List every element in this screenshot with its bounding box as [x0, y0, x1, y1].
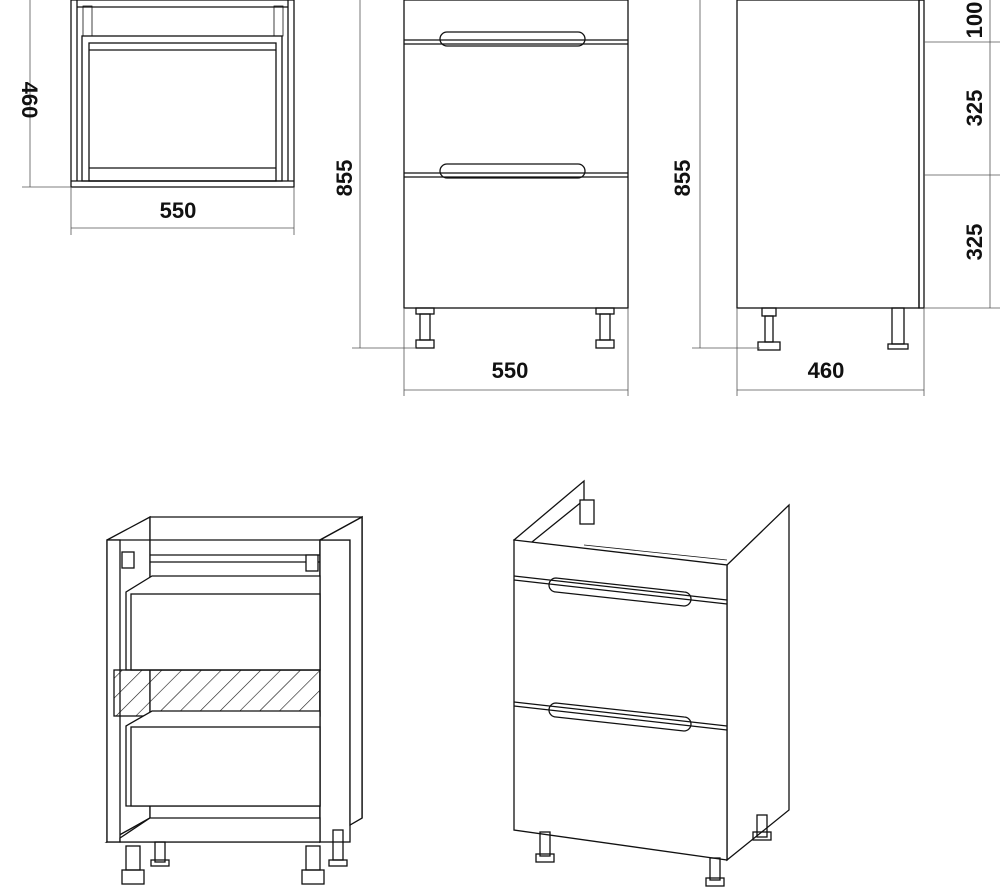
closed-cabinet-isometric [512, 479, 790, 887]
open-cabinet-legs [121, 829, 348, 885]
front-view: 855 550 [332, 0, 629, 396]
side-view-top-section-label: 100 [962, 2, 987, 39]
side-view-drawer-2-label: 325 [962, 224, 987, 261]
side-view-height-label: 855 [670, 160, 695, 197]
top-view-width-label: 550 [160, 198, 197, 223]
front-legs [415, 307, 615, 349]
side-view-drawer-1-label: 325 [962, 90, 987, 127]
open-cabinet-isometric [104, 515, 363, 885]
closed-cabinet-legs [535, 814, 772, 887]
side-view: 855 460 100 325 325 [670, 0, 1000, 396]
top-view-depth-label: 460 [17, 82, 42, 119]
side-view-depth-label: 460 [808, 358, 845, 383]
front-view-width-label: 550 [492, 358, 529, 383]
front-view-height-label: 855 [332, 160, 357, 197]
top-view: 460 550 [17, 0, 295, 235]
